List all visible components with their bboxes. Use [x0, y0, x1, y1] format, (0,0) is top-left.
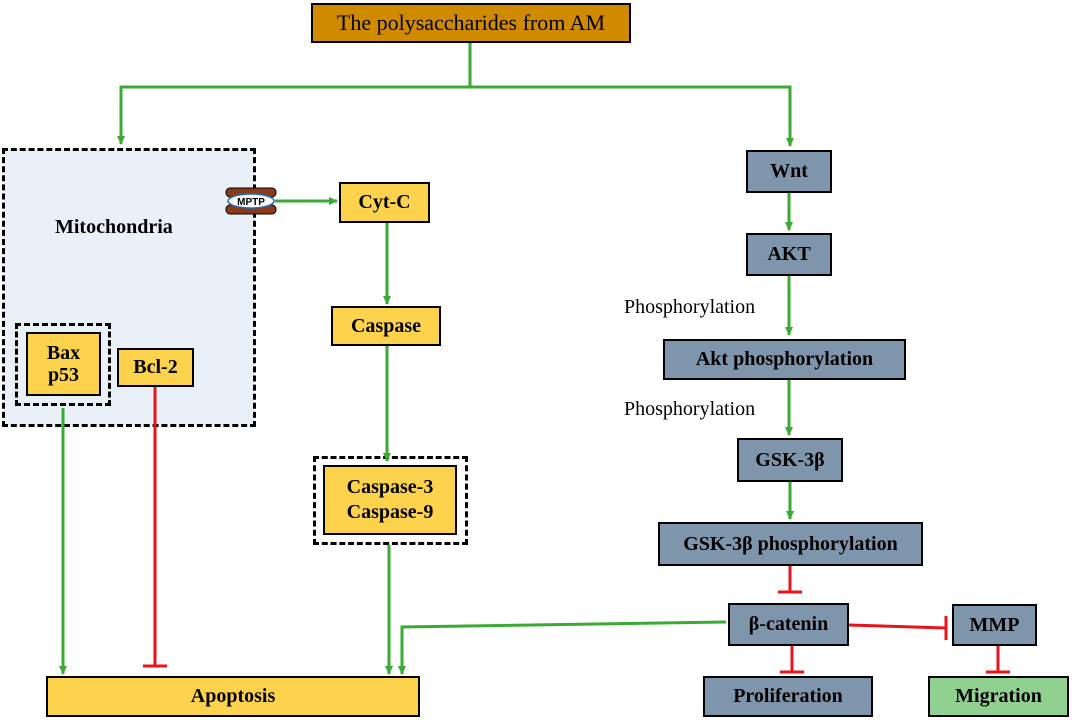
apoptosis-box: Apoptosis: [46, 676, 420, 717]
phosphorylation-label-1: Phosphorylation: [624, 296, 756, 318]
migration-box: Migration: [928, 676, 1069, 717]
caspase-9-label: Caspase-9: [346, 501, 434, 523]
mitochondria-frame: [2, 148, 256, 427]
caspase-3-9-box: Caspase-3 Caspase-9: [323, 465, 457, 535]
arrow-source-branch-right: [470, 85, 794, 147]
akt-box: AKT: [746, 233, 832, 276]
phosphorylation-label-2: Phosphorylation: [624, 398, 756, 420]
bax-p53-frame: [15, 323, 111, 406]
arrow-bcatenin-to-apoptosis: [398, 620, 727, 675]
caspase-3-label: Caspase-3: [346, 476, 434, 498]
gsk3b-box: GSK-3β: [737, 438, 843, 482]
arrow-source-branch-left: [117, 42, 472, 145]
inhibit-bcatenin-to-mmp: [848, 623, 947, 630]
mmp-box: MMP: [952, 604, 1037, 646]
bcl2-box: Bcl-2: [117, 348, 194, 387]
wnt-box: Wnt: [746, 150, 832, 193]
polysaccharides-source-box: The polysaccharides from AM: [311, 3, 631, 43]
bax-p53-box: Bax p53: [26, 332, 101, 396]
mitochondria-label: Mitochondria: [55, 216, 173, 238]
akt-phosphorylation-box: Akt phosphorylation: [663, 339, 906, 380]
caspase-box: Caspase: [331, 306, 441, 346]
cytc-box: Cyt-C: [339, 182, 430, 223]
bax-label: Bax: [46, 342, 81, 364]
p53-label: p53: [47, 364, 80, 386]
proliferation-box: Proliferation: [703, 676, 873, 717]
beta-catenin-box: β-catenin: [728, 603, 849, 646]
mptp-icon: [225, 187, 277, 215]
gsk3b-phosphorylation-box: GSK-3β phosphorylation: [658, 522, 923, 566]
mptp-label: MPTP: [237, 197, 265, 208]
